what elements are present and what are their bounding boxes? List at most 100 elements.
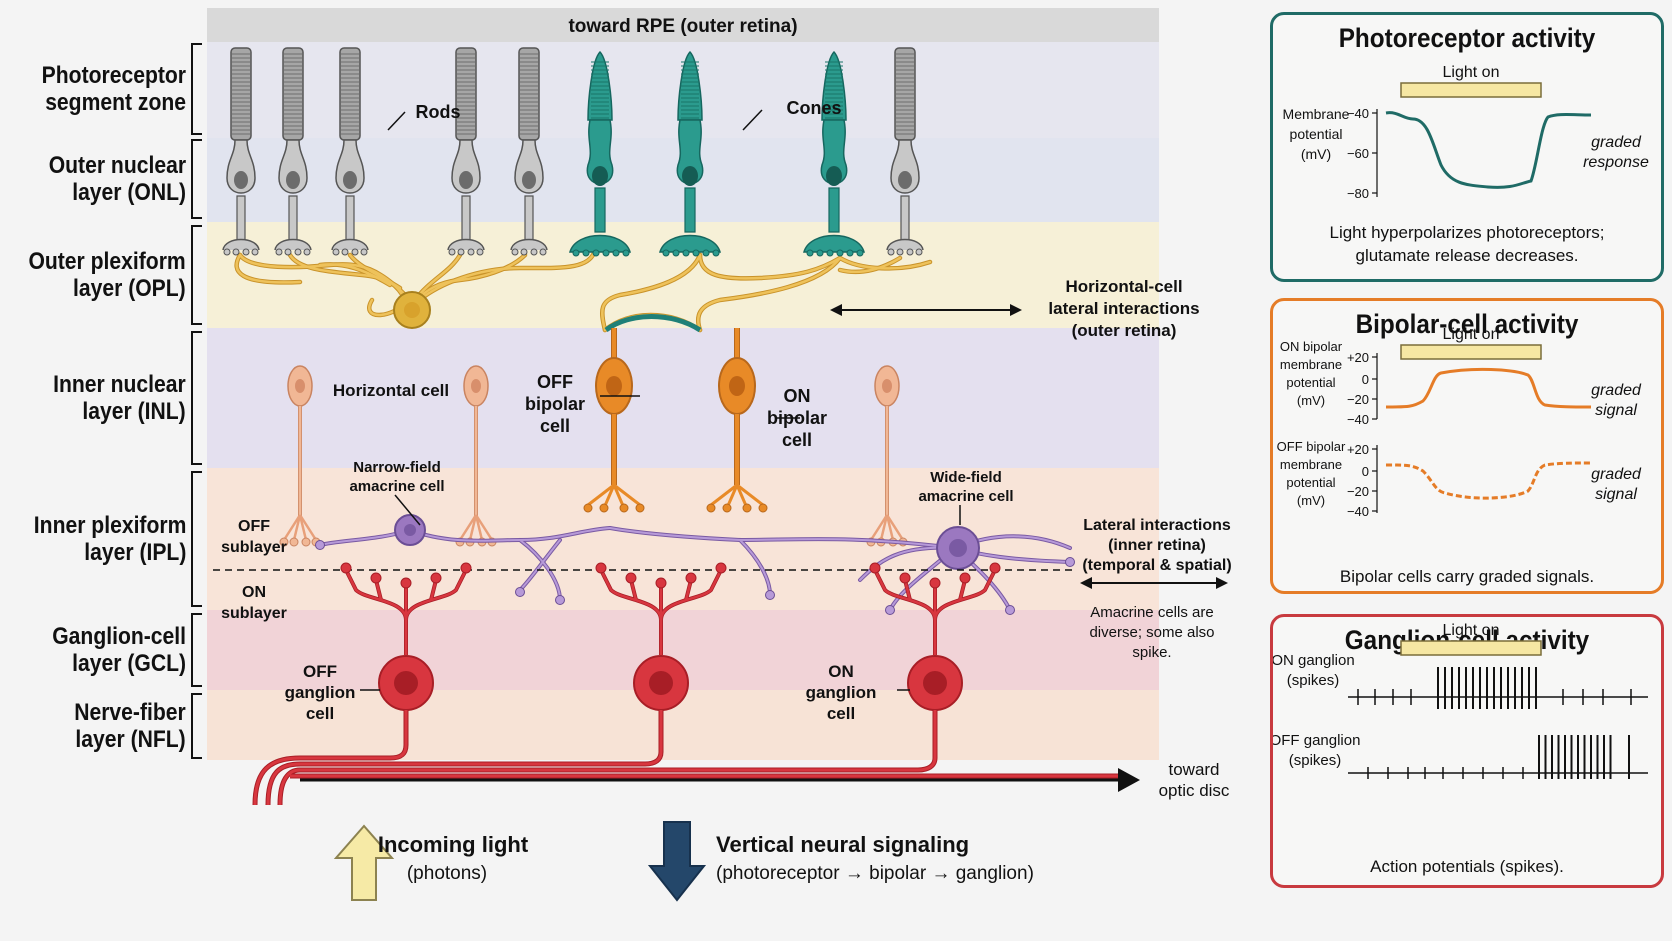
- bracket-onl: [191, 139, 202, 219]
- bracket-inl: [191, 331, 202, 465]
- off-bipolar-ylabel: OFF bipolar: [1277, 439, 1346, 454]
- ganglion-nucleus: [923, 671, 947, 695]
- horizontal-dendrite-highlight: [416, 253, 527, 302]
- axon-fiber-fill: [266, 710, 663, 806]
- peach-branch: [879, 514, 889, 541]
- peach-nucleus: [295, 379, 305, 393]
- y-tick-label: −40: [1347, 106, 1369, 121]
- ganglion-dendrite-tip: [869, 562, 881, 574]
- peach-branch: [474, 514, 484, 541]
- bipolar-terminal: [758, 503, 768, 513]
- light-on-label: Light on: [1443, 326, 1500, 343]
- rod-terminal: [232, 248, 240, 256]
- peach-nucleus: [471, 379, 481, 393]
- bracket-nfl: [191, 693, 202, 759]
- amacrine-terminal: [1005, 605, 1015, 615]
- band-nfl: [207, 690, 1159, 760]
- peach-terminal: [289, 537, 299, 547]
- rod-terminal: [915, 248, 923, 256]
- horizontal-cell-label: Horizontal cell: [333, 381, 449, 400]
- off-ganglion-label: OFF: [303, 662, 337, 681]
- bipolar-terminal: [722, 503, 732, 513]
- y-tick-label: −80: [1347, 186, 1369, 201]
- rod-spherule: [447, 238, 485, 251]
- rod-terminal: [303, 248, 311, 256]
- on-sublayer-label: ON: [242, 584, 266, 601]
- layer-label-line: Inner nuclear: [53, 371, 186, 398]
- arrow-head: [1010, 304, 1022, 316]
- optic-nerve-fibers: [252, 710, 1140, 806]
- bipolar-terminal-branch: [736, 483, 764, 507]
- on-graded-label: graded: [1591, 382, 1642, 399]
- rod-axon: [345, 195, 355, 241]
- horizontal-interactions-label: lateral interactions: [1048, 299, 1199, 318]
- peach-branch: [468, 514, 478, 541]
- rod-terminal: [351, 248, 359, 256]
- amacrine-note: spike.: [1132, 644, 1171, 661]
- rod-terminal: [906, 248, 914, 256]
- rod-cell: [447, 47, 485, 256]
- ganglion-dendrite-fill: [404, 569, 468, 621]
- ganglion-nucleus: [649, 671, 673, 695]
- cone-nucleus: [592, 166, 608, 186]
- amacrine-terminal: [555, 595, 565, 605]
- cone-bipolar-link: [604, 314, 702, 333]
- cone-terminal: [836, 249, 844, 257]
- axon-fiber-fill: [253, 710, 408, 806]
- inner-lateral-arrow: [1080, 577, 1228, 589]
- cone-terminal: [612, 249, 620, 257]
- off-ganglion-cell: [340, 562, 472, 711]
- rod-terminal: [341, 248, 349, 256]
- amacrine-note: diverse; some also: [1089, 624, 1214, 641]
- cone-terminal: [592, 249, 600, 257]
- caption-line: glutamate release decreases.: [1355, 246, 1579, 265]
- cone-nucleus: [826, 166, 842, 186]
- layer-label-line: Outer nuclear: [48, 152, 186, 179]
- rod-axon: [524, 195, 534, 241]
- light-on-bar: [1400, 82, 1542, 98]
- layer-label-line: layer (IPL): [83, 539, 186, 566]
- horizontal-dendrite-highlight: [698, 253, 842, 280]
- arrow-head: [1216, 577, 1228, 589]
- axon-fiber-fill: [278, 710, 937, 806]
- ganglion-dendrite-tip: [899, 572, 911, 584]
- narrow-amacrine-label: amacrine cell: [349, 478, 444, 495]
- vertical-signaling-arrow: [647, 821, 707, 902]
- rod-nucleus: [459, 171, 473, 189]
- rod-terminal: [520, 248, 528, 256]
- rod-axon: [461, 195, 471, 241]
- rod-terminal: [476, 248, 484, 256]
- on-ganglion-label: ON ganglion: [1273, 652, 1355, 669]
- cone-terminal: [622, 249, 630, 257]
- rod-cell: [886, 47, 924, 256]
- ganglion-dendrite-tip: [340, 562, 352, 574]
- rod-cell: [274, 47, 312, 256]
- vertical-signaling-label: Vertical neural signaling: [716, 832, 969, 857]
- bracket-ipl: [191, 471, 202, 607]
- leader-line: [394, 494, 421, 526]
- rod-axon: [900, 195, 910, 241]
- rod-axon: [236, 195, 246, 241]
- on-sublayer-label: sublayer: [221, 605, 287, 622]
- photoreceptor-ylabel: potential: [1290, 126, 1343, 142]
- rod-axon: [288, 195, 298, 241]
- layer-label-line: Outer plexiform: [28, 248, 186, 275]
- layer-label-line: Ganglion-cell: [52, 623, 186, 650]
- peach-branch: [292, 514, 302, 541]
- rod-spherule: [510, 238, 548, 251]
- rod-soma: [335, 139, 365, 194]
- cone-pedicle: [803, 234, 865, 253]
- on-ganglion-label: (spikes): [1287, 672, 1340, 689]
- rod-spherule: [331, 238, 369, 251]
- leader-line: [387, 111, 406, 131]
- inner-interactions-label: Lateral interactions: [1083, 517, 1231, 534]
- rod-terminal: [242, 248, 250, 256]
- cones-label: Cones: [786, 98, 841, 118]
- on-ganglion-cell: [869, 562, 1001, 711]
- rod-soma: [514, 139, 544, 194]
